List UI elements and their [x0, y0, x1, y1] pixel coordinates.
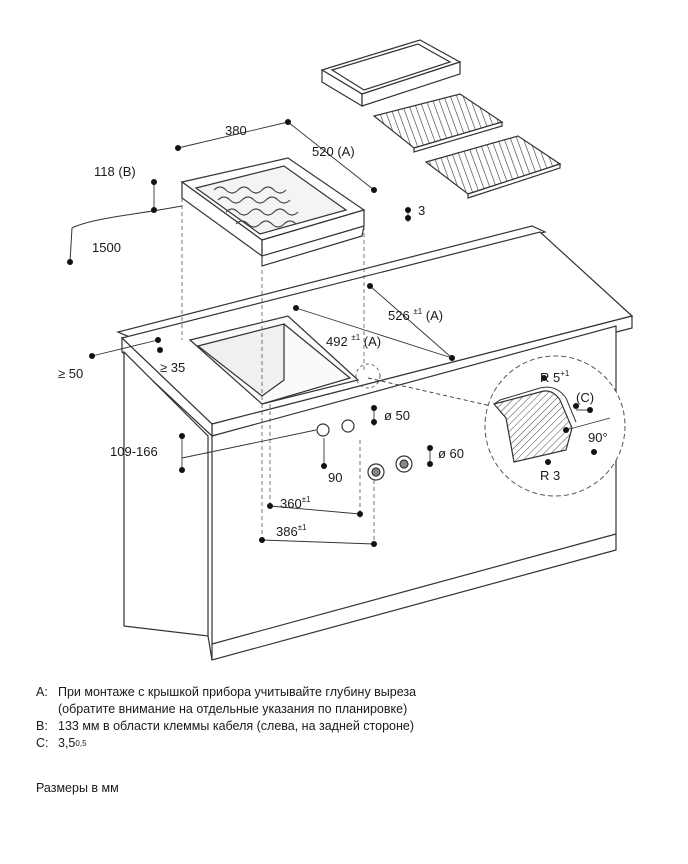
dim-front-min: ≥ 35 [160, 360, 185, 375]
detail-radius-bottom: R 3 [540, 468, 560, 483]
detail-marker [355, 363, 381, 389]
dim-cable: 1500 [92, 240, 121, 255]
dim-wall-min: ≥ 50 [58, 366, 83, 381]
projection-lines [181, 198, 375, 544]
dim-cutout-width: 526 ±1 (A) [388, 307, 443, 323]
dim-cutout-depth: 492 ±1 (A) [326, 333, 381, 349]
accessory-grill-plate-2 [424, 135, 562, 199]
dim-knob-spacing: 90 [328, 470, 342, 485]
note-b: B: 133 мм в области клеммы кабеля (слева… [36, 719, 414, 733]
note-a-cont: (обратите внимание на отдельные указания… [58, 702, 408, 716]
detail-radius-top: R 5+1 [540, 369, 570, 385]
dim-knob-hole-2: ø 60 [438, 446, 464, 461]
knob-hole-right [341, 419, 355, 433]
units-note: Размеры в мм [36, 781, 119, 795]
dim-width: 380 [225, 123, 247, 138]
knob-hole-left [316, 423, 330, 437]
control-knobs [316, 419, 413, 481]
dim-depth-a: 520 (A) [312, 144, 355, 159]
dim-knob-hole: ø 50 [384, 408, 410, 423]
footnotes: A: При монтаже с крышкой прибора учитыва… [36, 684, 676, 752]
dim-knob-offset-1: 360±1 [280, 495, 311, 511]
detail-tag: (C) [576, 390, 594, 405]
installation-diagram: 380 520 (A) 118 (B) 1500 3 526 ±1 (A) 49… [58, 39, 634, 661]
detail-angle: 90° [588, 430, 608, 445]
dimension-lines [91, 121, 501, 545]
appliance-unit [180, 157, 366, 267]
accessory-grill-plate-1 [372, 93, 504, 153]
dimension-markers [67, 119, 455, 547]
power-cable [69, 205, 183, 263]
dim-knob-offset-2: 386±1 [276, 523, 307, 539]
dim-knob-range: 109-166 [110, 444, 158, 459]
dim-flange: 3 [418, 203, 425, 218]
note-a: A: При монтаже с крышкой прибора учитыва… [36, 685, 417, 699]
accessory-tray [320, 39, 462, 108]
dim-height-b: 118 (B) [94, 164, 136, 179]
edge-detail [355, 355, 626, 497]
